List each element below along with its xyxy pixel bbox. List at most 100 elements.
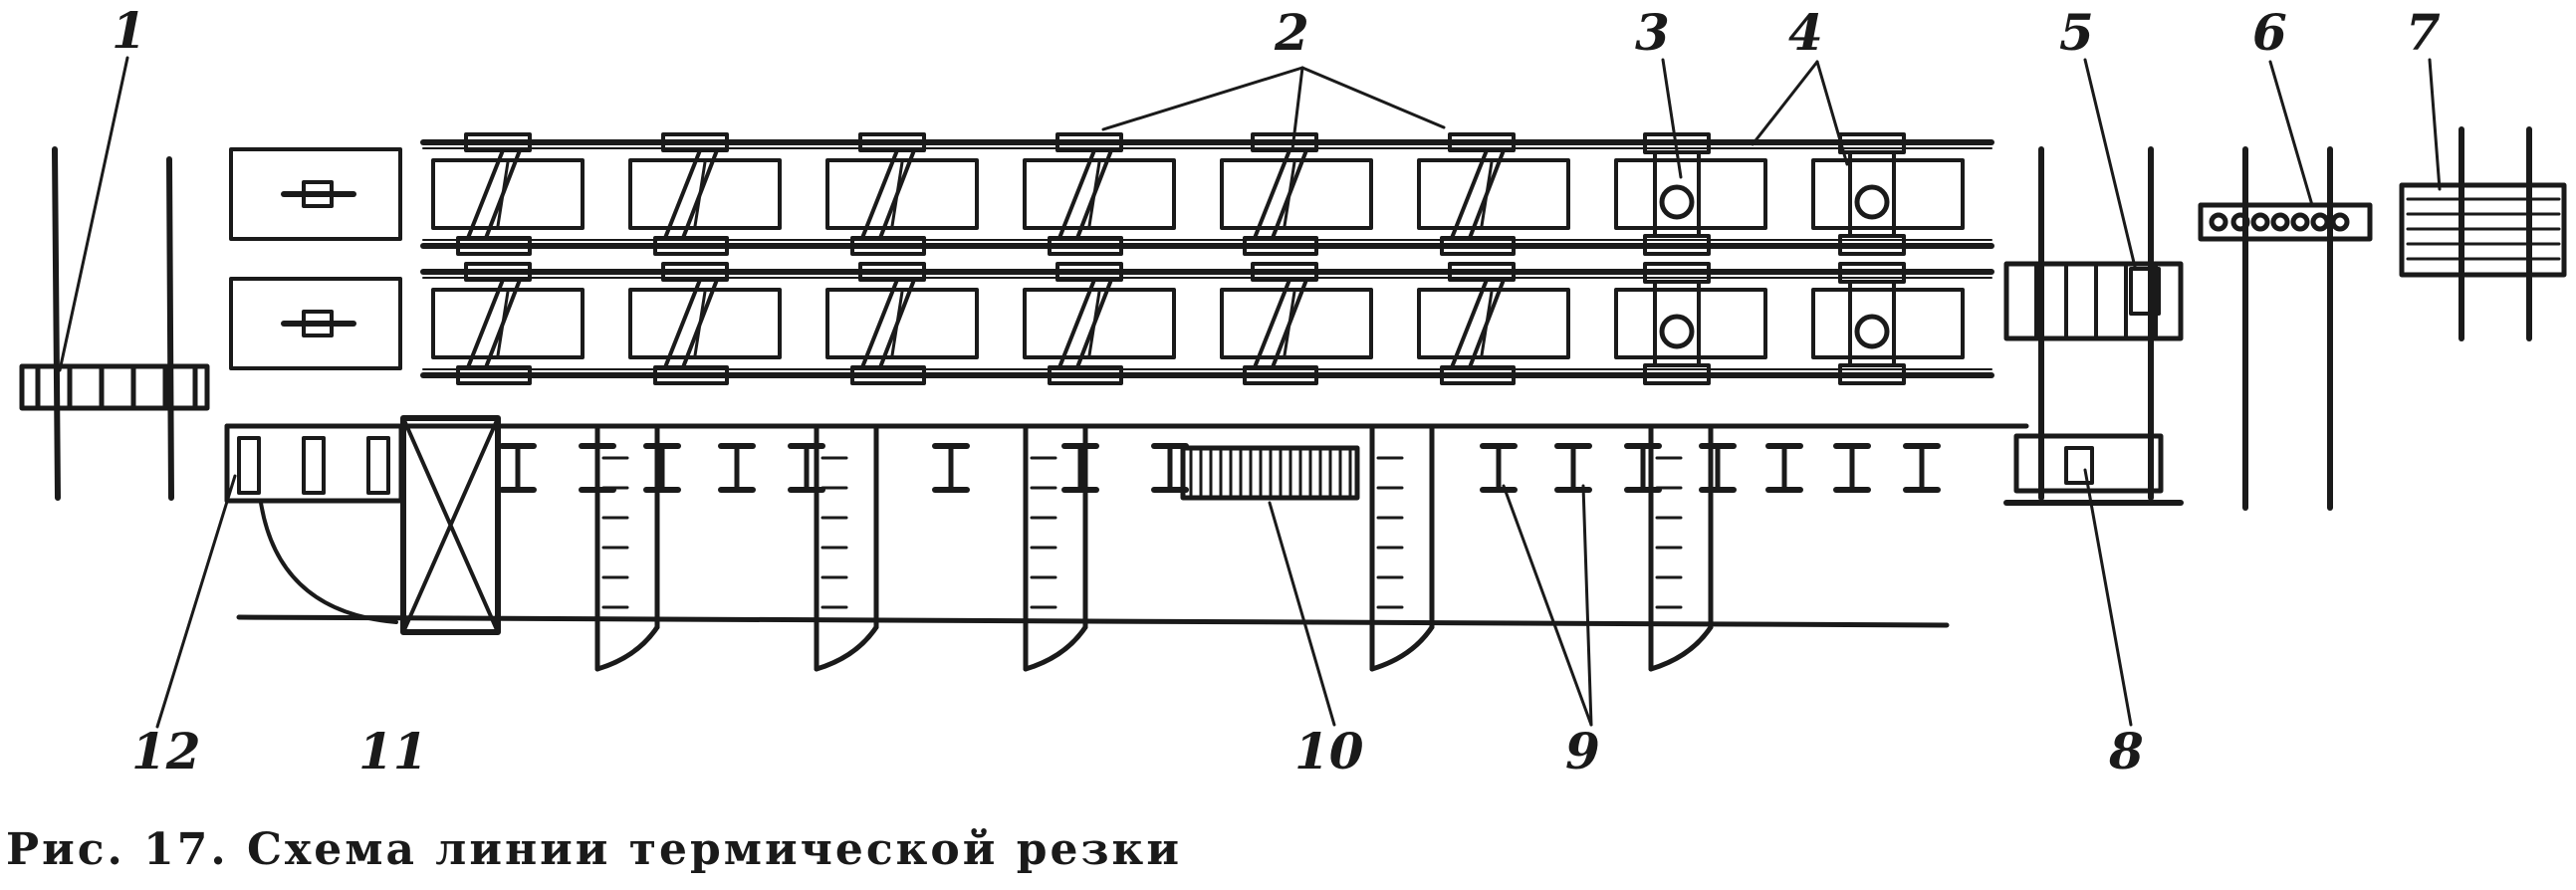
circle <box>2209 212 2228 232</box>
path <box>890 160 904 228</box>
line <box>155 474 237 729</box>
roller-carriage <box>1838 262 1906 385</box>
rect <box>1448 262 1516 282</box>
line <box>1502 484 1593 727</box>
path <box>1648 624 1714 672</box>
rect <box>302 180 334 208</box>
path <box>496 160 510 228</box>
callout-1: 1 <box>112 1 146 60</box>
callout-8: 8 <box>2108 722 2144 780</box>
roller-stand-right <box>2003 146 2184 506</box>
rect <box>628 158 782 230</box>
rect <box>1048 236 1123 256</box>
rect <box>1220 158 1373 230</box>
scrap-chute <box>1648 423 1714 672</box>
path <box>1283 160 1296 228</box>
circle <box>2290 212 2310 232</box>
callout-2: 2 <box>1274 3 1309 62</box>
rect <box>1243 236 1318 256</box>
rect <box>1180 445 1360 501</box>
circle <box>1854 184 1890 220</box>
callout-10: 10 <box>1294 722 1364 780</box>
rect <box>1220 288 1373 359</box>
rect <box>19 363 210 411</box>
rect <box>1614 158 1767 230</box>
rect <box>1643 262 1711 284</box>
rect <box>1440 365 1516 385</box>
cutter-gantry <box>1243 262 1318 385</box>
rect <box>1838 234 1906 256</box>
rect <box>858 132 926 152</box>
scrap-chute <box>1369 423 1435 672</box>
roller-pallet <box>1480 443 1518 493</box>
rect <box>1055 262 1123 282</box>
cutter-gantry <box>1243 132 1318 256</box>
scrap-chute <box>814 423 879 672</box>
path <box>860 148 899 240</box>
line <box>1815 60 1849 166</box>
rect <box>1838 363 1906 385</box>
rect <box>1614 288 1767 359</box>
rect <box>2003 261 2184 341</box>
rect <box>1023 288 1176 359</box>
rect <box>229 277 402 370</box>
callout-9: 9 <box>1565 722 1600 780</box>
line <box>1290 66 1304 151</box>
path <box>1253 278 1291 369</box>
roller-pallet <box>1765 443 1803 493</box>
rect <box>229 147 402 241</box>
roller-pallet <box>643 443 681 493</box>
rect <box>464 132 532 152</box>
path <box>1450 148 1489 240</box>
rect <box>1417 288 1570 359</box>
roller-pallet <box>1699 443 1737 493</box>
path <box>466 278 505 369</box>
path <box>860 278 899 369</box>
path <box>693 290 707 357</box>
rect <box>1643 234 1711 256</box>
rect <box>1048 365 1123 385</box>
rect <box>653 236 729 256</box>
rect <box>850 236 926 256</box>
path <box>1087 160 1101 228</box>
rect <box>653 365 729 385</box>
rect <box>456 365 532 385</box>
rect <box>1811 158 1965 230</box>
path <box>663 148 702 240</box>
circle <box>2230 212 2250 232</box>
path <box>814 624 879 672</box>
circle <box>2310 212 2330 232</box>
rect <box>661 132 729 152</box>
rect <box>858 262 926 282</box>
circle <box>2330 212 2350 232</box>
circle <box>1659 184 1695 220</box>
roller-pallet <box>1624 443 1662 493</box>
line-drawing <box>19 56 2567 729</box>
path <box>1057 148 1096 240</box>
circle <box>2270 212 2290 232</box>
loading-frame <box>2003 433 2184 506</box>
rect <box>431 288 585 359</box>
rect <box>302 436 326 495</box>
callout-5: 5 <box>2059 3 2094 62</box>
roller-pallet <box>718 443 756 493</box>
path <box>1450 278 1489 369</box>
callout-6: 6 <box>2252 3 2287 62</box>
line <box>1751 60 1819 146</box>
line <box>166 156 174 501</box>
transfer-block <box>400 415 501 635</box>
rect <box>1643 363 1711 385</box>
rect <box>1251 132 1318 152</box>
rect <box>661 262 729 282</box>
line <box>401 416 500 634</box>
path <box>663 278 702 369</box>
line <box>2428 58 2442 191</box>
rect <box>850 365 926 385</box>
cutter-gantry <box>653 262 729 385</box>
rect <box>1023 158 1176 230</box>
line <box>1661 58 1683 179</box>
line <box>1268 501 1336 727</box>
cutter-gantry <box>1048 132 1123 256</box>
line <box>1300 66 1446 129</box>
